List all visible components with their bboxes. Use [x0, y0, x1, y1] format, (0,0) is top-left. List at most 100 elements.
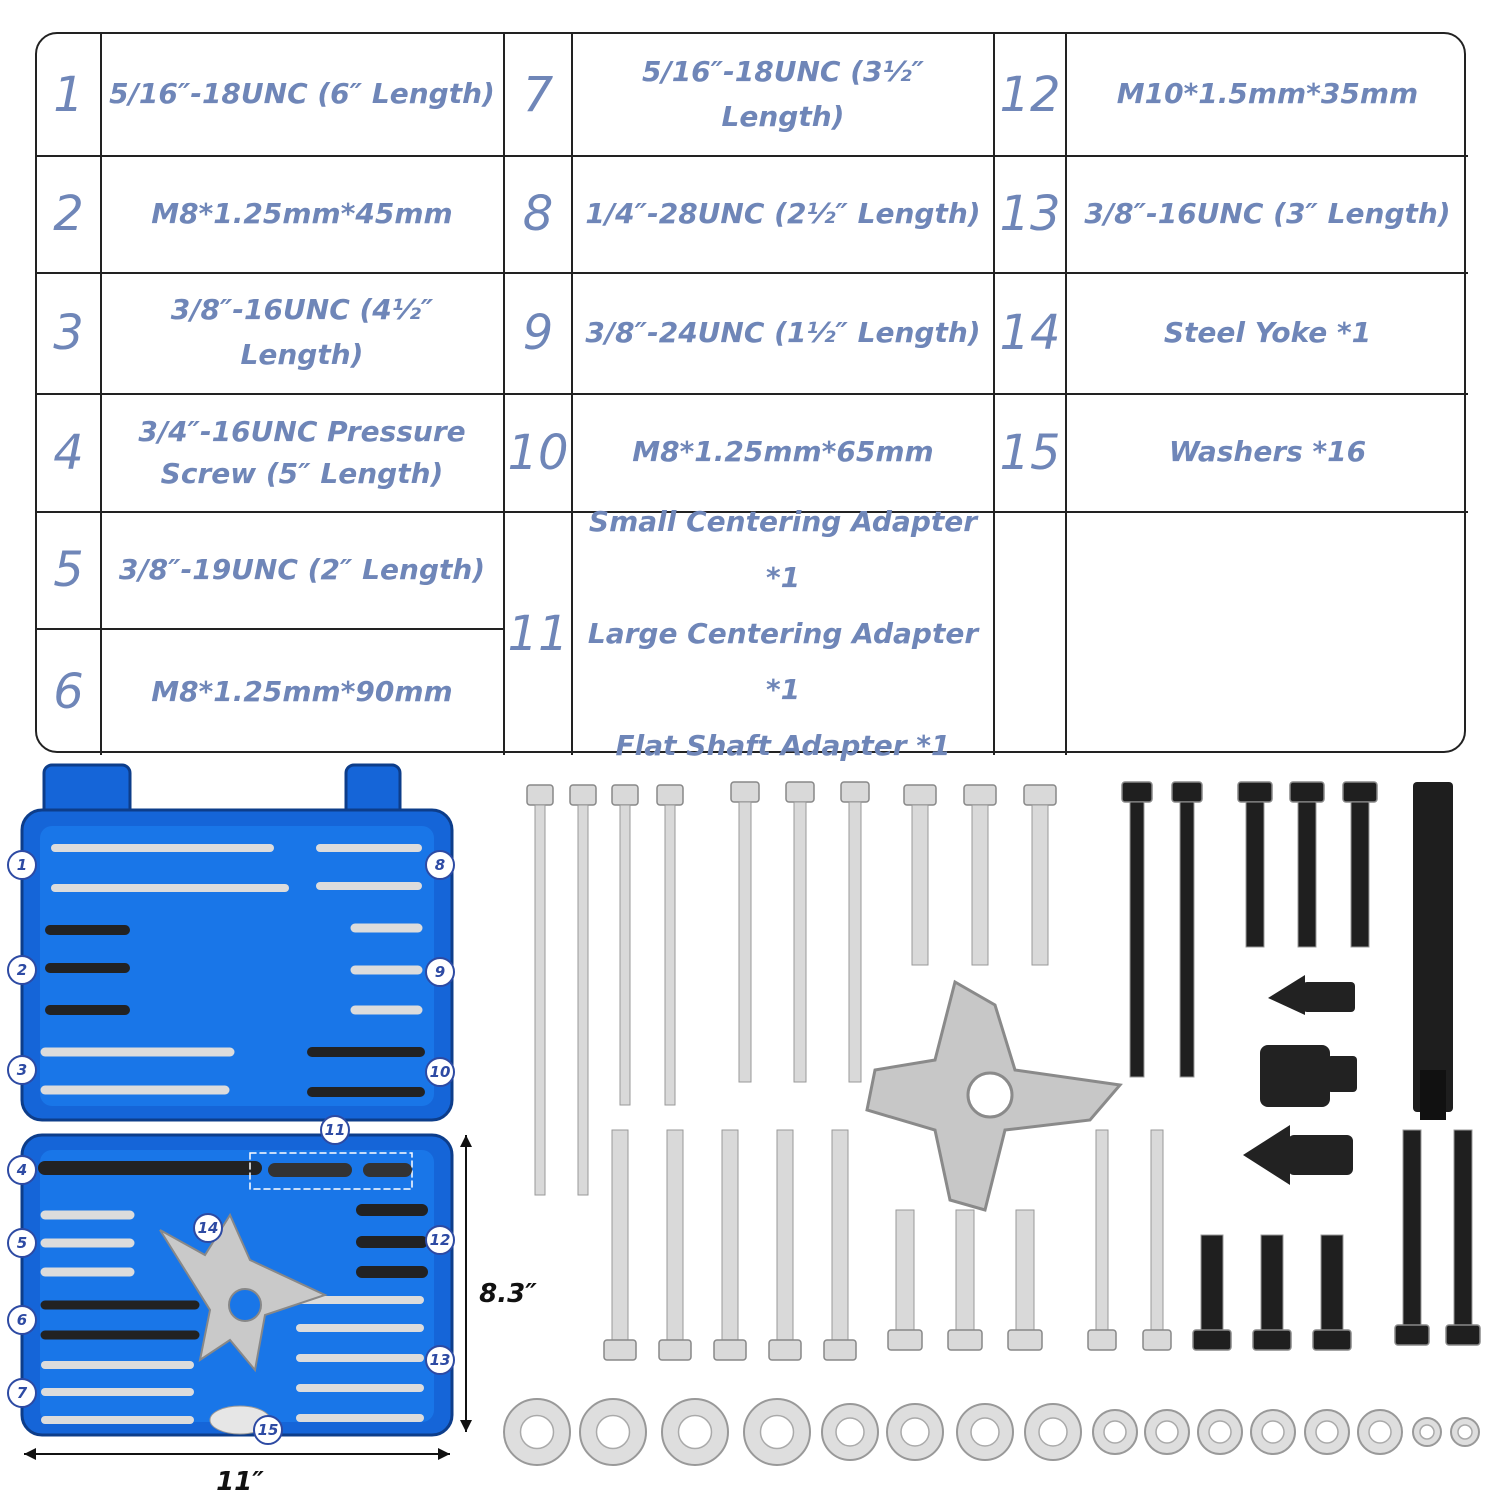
row-spec: M8*1.25mm*90mm	[151, 674, 453, 708]
callout-badge: 10	[425, 1057, 455, 1087]
bolt-head	[1252, 1329, 1292, 1351]
bolt-head	[1023, 784, 1057, 806]
bolt-shank	[971, 804, 989, 966]
bolt	[713, 1129, 747, 1361]
row-number: 11	[507, 605, 569, 662]
row-spec-line: Flat Shaft Adapter *1	[615, 728, 951, 762]
bolt-shank	[577, 804, 589, 1196]
bolt-head	[569, 784, 597, 806]
callout-label: 15	[258, 1421, 279, 1439]
bolt-head	[1087, 1329, 1117, 1351]
table-divider	[37, 511, 1468, 513]
bolt	[963, 784, 997, 966]
bolt-head	[1171, 781, 1203, 803]
callout-badge: 4	[7, 1155, 37, 1185]
height-label: 8.3″	[479, 1279, 537, 1309]
bolt-head	[713, 1339, 747, 1361]
callout-label: 3	[17, 1061, 27, 1079]
washer-hole	[595, 1414, 631, 1450]
bolt-head	[526, 784, 554, 806]
bolt-head	[840, 781, 870, 803]
callout-label: 14	[198, 1219, 219, 1237]
bolt-shank	[1150, 1129, 1164, 1331]
height-dimension: 8.3″	[460, 1135, 537, 1432]
washer-hole	[1208, 1420, 1232, 1444]
callout-badge: 9	[425, 957, 455, 987]
bolt-head	[1445, 1324, 1481, 1346]
bolt	[1289, 781, 1325, 948]
row-number: 8	[522, 186, 554, 242]
bolt-head	[603, 1339, 637, 1361]
lid-bolts	[40, 844, 425, 1097]
case-callouts: 1 2 3 4 5 6 7 8 9 10 11 12 13 14 15	[7, 850, 455, 1445]
washer-hole	[835, 1417, 865, 1447]
row-spec-line: Screw (5″ Length)	[160, 456, 444, 490]
washer-hole	[1103, 1420, 1127, 1444]
callout-label: 5	[17, 1234, 27, 1252]
row-number: 10	[507, 424, 569, 481]
washer-hole	[759, 1414, 795, 1450]
row-number: 5	[53, 542, 84, 598]
width-label: 11″	[216, 1467, 264, 1497]
callout-badge: 14	[193, 1213, 223, 1243]
bolt-head	[1237, 781, 1273, 803]
bolt	[823, 1129, 857, 1361]
bolt-head	[768, 1339, 802, 1361]
row-number: 13	[999, 186, 1061, 242]
washer-hole	[900, 1417, 930, 1447]
bolt-shank	[1095, 1129, 1109, 1331]
bolt	[1142, 1129, 1172, 1351]
washer-hole	[1457, 1424, 1473, 1440]
bolt	[1121, 781, 1153, 1078]
bolt-shank	[1200, 1234, 1224, 1331]
bolt	[603, 1129, 637, 1361]
row-spec-line: Small Centering Adapter *1	[588, 504, 978, 594]
bolt-shank	[666, 1129, 684, 1341]
bolt-shank	[664, 804, 676, 1106]
callout-badge: 3	[7, 1055, 37, 1085]
washer-hole	[1368, 1420, 1392, 1444]
washer-hole	[970, 1417, 1000, 1447]
bolt-shank	[848, 801, 862, 1083]
row-spec: 3/8″-24UNC (1½″ Length)	[585, 315, 981, 349]
case-illustration: 1 2 3 4 5 6 7 8 9 10 11 12 13 14 15 11″ …	[7, 763, 537, 1497]
callout-badge: 1	[7, 850, 37, 880]
bolt-shank	[738, 801, 752, 1083]
row-spec-line: 3/4″-16UNC Pressure	[138, 414, 466, 448]
bolt	[1023, 784, 1057, 966]
bolt-shank	[793, 801, 807, 1083]
bolt-head	[947, 1329, 983, 1351]
bolt-head	[887, 1329, 923, 1351]
row-number: 7	[522, 66, 554, 123]
row-number: 4	[53, 424, 84, 481]
bolt-head	[1121, 781, 1153, 803]
silver-short-bolts	[887, 784, 1057, 1351]
bolt	[730, 781, 760, 1083]
bolt-shank	[1129, 801, 1145, 1078]
callout-label: 9	[435, 963, 445, 981]
bolt	[1252, 1234, 1292, 1351]
silver-medium-bolts	[603, 1129, 1172, 1361]
row-spec: 3/8″-16UNC (4½″ Length)	[170, 293, 434, 371]
parts-illustration	[503, 781, 1481, 1466]
table-divider	[37, 628, 503, 630]
washer-hole	[519, 1414, 555, 1450]
bolt-shank	[955, 1209, 975, 1331]
bolt	[526, 784, 554, 1196]
callout-label: 11	[325, 1121, 346, 1139]
table-divider	[37, 155, 1468, 157]
washer-hole	[1315, 1420, 1339, 1444]
bolt-head	[823, 1339, 857, 1361]
bolt-shank	[619, 804, 631, 1106]
row-number: 2	[53, 186, 84, 242]
row-spec: Washers *16	[1168, 435, 1367, 469]
bolt-head	[963, 784, 997, 806]
callout-badge: 11	[320, 1115, 350, 1145]
row-number: 9	[522, 305, 554, 361]
bolt	[1087, 1129, 1117, 1351]
bolt-shank	[1015, 1209, 1035, 1331]
callout-label: 4	[16, 1161, 27, 1179]
callout-label: 10	[430, 1063, 451, 1081]
row-spec: M10*1.5mm*35mm	[1116, 77, 1419, 111]
bolt	[611, 784, 639, 1106]
